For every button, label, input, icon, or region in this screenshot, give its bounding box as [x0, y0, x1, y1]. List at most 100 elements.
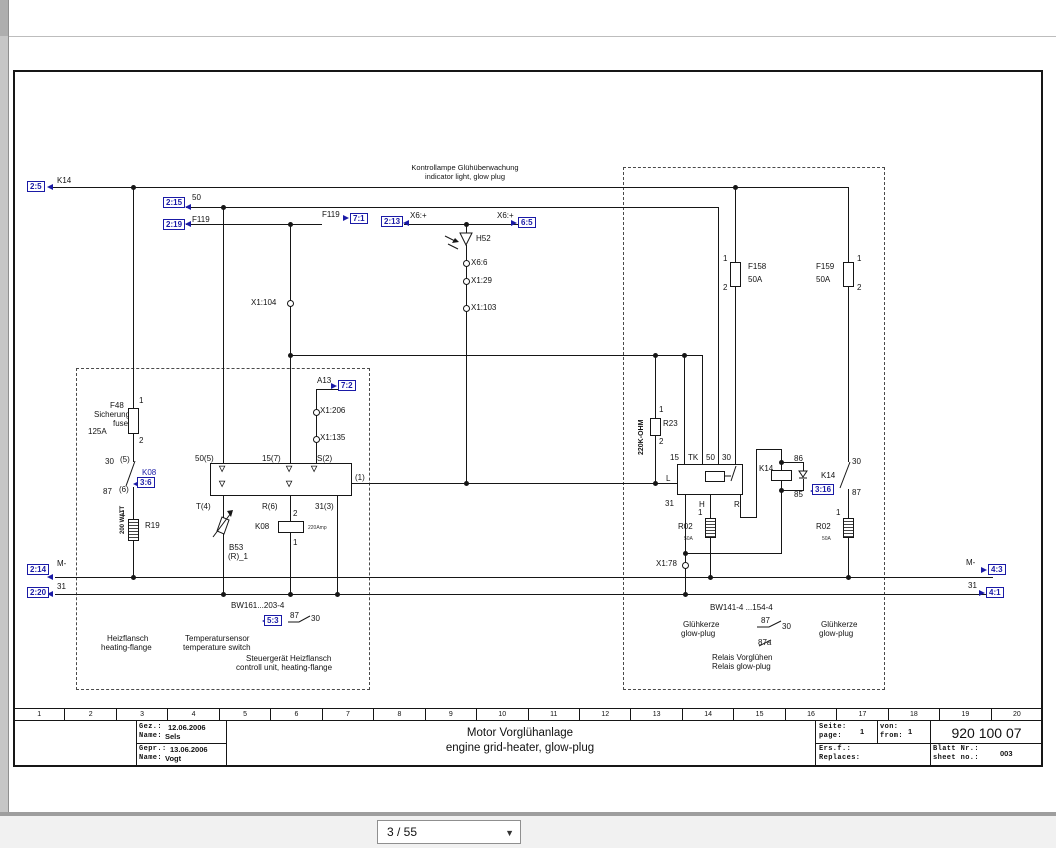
- junction-dot: [779, 488, 784, 493]
- label-x6plus: X6:+: [410, 211, 427, 220]
- wire: [848, 538, 849, 577]
- junction-dot: [464, 481, 469, 486]
- drawn-label: Gez.:: [139, 723, 163, 731]
- scrollbar-thumb[interactable]: [0, 0, 8, 36]
- wire: [186, 224, 322, 225]
- label-fuse: fuse: [113, 419, 129, 428]
- pictogram-30: 30: [311, 614, 320, 623]
- glowplug-group-box: [623, 167, 885, 690]
- pin-label: 1: [836, 508, 841, 517]
- junction-dot: [131, 185, 136, 190]
- label-5: (5): [120, 455, 130, 464]
- ref-box: 7:2: [338, 380, 356, 391]
- ruler-cell: 12: [580, 709, 632, 720]
- wire: [735, 187, 736, 262]
- wire: [756, 449, 757, 517]
- scrollbar-track[interactable]: [0, 0, 9, 848]
- label-x1-78: X1:78: [656, 559, 677, 568]
- junction-dot: [682, 353, 687, 358]
- pin-label: 2: [857, 283, 862, 292]
- pictogram-87: 87: [290, 611, 299, 620]
- titleblock-line: [815, 743, 1043, 744]
- junction-dot: [288, 592, 293, 597]
- label-125a: 125A: [88, 427, 107, 436]
- label-220amp: 220Amp: [308, 525, 327, 531]
- diagram-title-en: engine grid-heater, glow-plug: [445, 742, 595, 754]
- ref-box: 2:14: [27, 564, 50, 575]
- terminal-t-4: T(4): [196, 502, 211, 511]
- junction-dot: [464, 222, 469, 227]
- wire: [684, 355, 685, 464]
- label-220k-ohm: 220K-OHM: [638, 419, 645, 455]
- junction-dot: [653, 353, 658, 358]
- glowplug-r02-right: [843, 518, 854, 538]
- ruler-cell: 4: [168, 709, 220, 720]
- wire: [848, 187, 849, 262]
- terminal-31-3: 31(3): [315, 502, 334, 511]
- pin-label: 1: [293, 538, 298, 547]
- wire: [685, 495, 686, 594]
- ruler-cell: 1: [14, 709, 66, 720]
- wire: [290, 355, 702, 356]
- terminal-l: L: [666, 474, 671, 483]
- junction-dot: [131, 575, 136, 580]
- page-number-combobox[interactable]: 3 / 55 ▼: [377, 820, 521, 844]
- ref-box: 2:5: [27, 181, 45, 192]
- wire: [718, 207, 719, 464]
- of-value: 1: [908, 727, 913, 736]
- label-k08-contact: K08: [142, 468, 157, 477]
- connector-pin: [682, 562, 689, 569]
- label-k08-coil: K08: [255, 522, 270, 531]
- control-unit-a13-center: [210, 463, 352, 496]
- fuse-f48: [128, 408, 139, 434]
- label-f159-rating: 50A: [816, 275, 831, 284]
- connector-pin: [287, 300, 294, 307]
- ruler-cell: 7: [323, 709, 375, 720]
- ref-box: 4:3: [988, 564, 1006, 575]
- diagram-title-de: Motor Vorglühanlage: [466, 727, 574, 739]
- ref-box: 2:19: [163, 219, 186, 230]
- junction-dot: [288, 353, 293, 358]
- input-triangle: ▽: [311, 464, 318, 473]
- wire: [803, 462, 804, 471]
- pin-label: 2: [293, 509, 298, 518]
- wire: [710, 538, 711, 577]
- chevron-down-icon: ▼: [505, 828, 514, 838]
- label-r02: R02: [816, 522, 831, 531]
- glowplug-r02-left: [705, 518, 716, 538]
- junction-dot: [653, 481, 658, 486]
- ruler-cell: 8: [374, 709, 426, 720]
- junction-dot: [335, 592, 340, 597]
- label-m-minus: M-: [966, 558, 976, 567]
- junction-dot: [708, 575, 713, 580]
- label-31: 31: [968, 581, 977, 590]
- wire: [781, 449, 782, 470]
- ref-box: 7:1: [350, 213, 368, 224]
- label-heizflansch-de: Heizflansch: [107, 634, 149, 643]
- label-x1-104: X1:104: [251, 298, 277, 307]
- input-triangle: ▽: [286, 464, 293, 473]
- wire: [466, 245, 467, 483]
- pin-label: 1: [139, 396, 144, 405]
- ruler-cell: 2: [65, 709, 117, 720]
- terminal-1: (1): [355, 473, 365, 482]
- label-x1-103: X1:103: [471, 303, 497, 312]
- label-heizflansch-en: heating-flange: [101, 643, 152, 652]
- ref-box: 3:16: [812, 484, 835, 495]
- ref-box: 4:1: [986, 587, 1004, 598]
- wire: [781, 481, 782, 553]
- wire: [53, 187, 848, 188]
- replaces-label-de: Ers.f.:: [819, 745, 852, 753]
- wire: [316, 389, 340, 390]
- label-50: 50: [192, 193, 201, 202]
- wire: [710, 495, 711, 518]
- pin-86: 86: [794, 454, 803, 463]
- terminal-r-6: R(6): [262, 502, 278, 511]
- wire: [466, 224, 467, 233]
- ruler-cell: 19: [940, 709, 992, 720]
- caption-de: Kontrollampe Glühüberwachung: [411, 163, 519, 172]
- titleblock-line: [226, 720, 227, 767]
- label-r02-rating: 50A: [684, 536, 693, 542]
- label-bw141: BW141-4 ...154-4: [710, 603, 773, 612]
- wire: [685, 553, 782, 554]
